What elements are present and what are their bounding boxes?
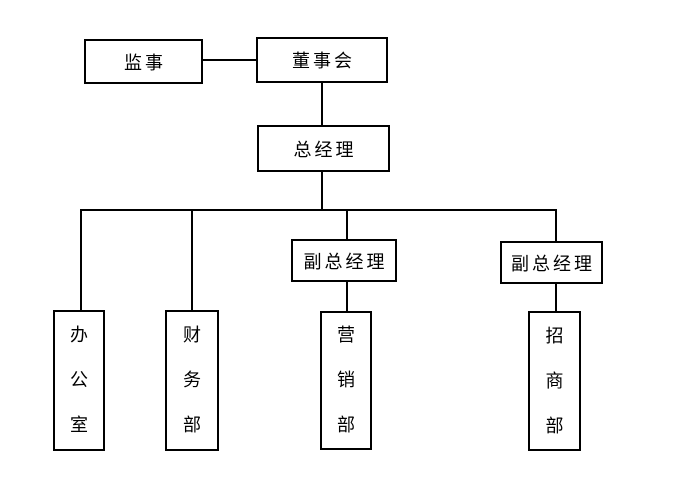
connector-bus-deputy-gm-1: [346, 209, 348, 239]
node-office: 办公室: [53, 310, 105, 451]
node-general-manager-label: 总经理: [293, 139, 357, 160]
node-general-manager: 总经理: [257, 125, 390, 172]
node-finance-dept-label: 财务部: [183, 325, 201, 435]
connector-bus-deputy-gm-2: [555, 209, 557, 241]
connector-general-manager-bus: [321, 172, 323, 211]
node-deputy-gm-1-label: 副总经理: [303, 251, 388, 272]
node-supervisor: 监事: [84, 39, 203, 84]
node-board-label: 董事会: [292, 51, 355, 71]
node-deputy-gm-2-label: 副总经理: [511, 253, 595, 274]
node-finance-dept: 财务部: [165, 310, 219, 451]
node-deputy-general-manager-2: 副总经理: [500, 241, 603, 284]
node-board-of-directors: 董事会: [256, 37, 388, 83]
connector-deputy-gm-2-investment-dept: [555, 284, 557, 311]
connector-board-general-manager: [321, 83, 323, 125]
node-supervisor-label: 监事: [124, 52, 166, 73]
connector-supervisor-board: [203, 59, 256, 61]
node-investment-dept-label: 招商部: [545, 325, 564, 436]
node-office-label: 办公室: [70, 325, 88, 435]
connector-deputy-gm-1-marketing-dept: [346, 282, 348, 311]
node-deputy-general-manager-1: 副总经理: [291, 239, 397, 282]
node-marketing-dept-label: 营销部: [337, 325, 355, 435]
connector-distribution-bus: [81, 209, 557, 211]
node-investment-dept: 招商部: [528, 311, 581, 451]
connector-bus-office: [80, 209, 82, 310]
node-marketing-dept: 营销部: [320, 311, 372, 450]
connector-bus-finance-dept: [191, 209, 193, 310]
